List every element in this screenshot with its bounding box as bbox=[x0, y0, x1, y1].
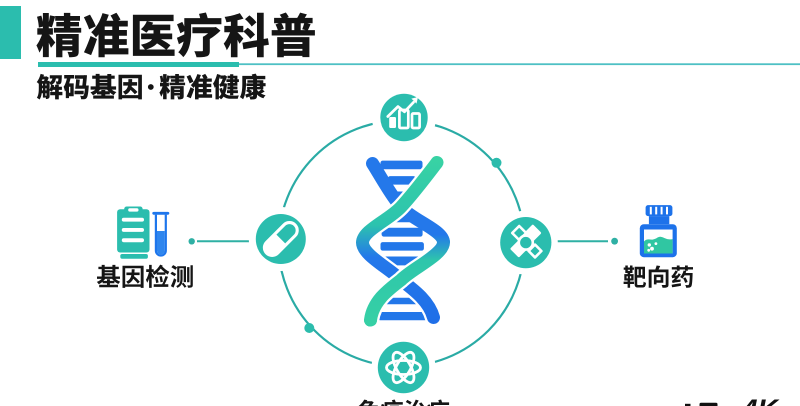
svg-text:4K: 4K bbox=[741, 393, 780, 406]
